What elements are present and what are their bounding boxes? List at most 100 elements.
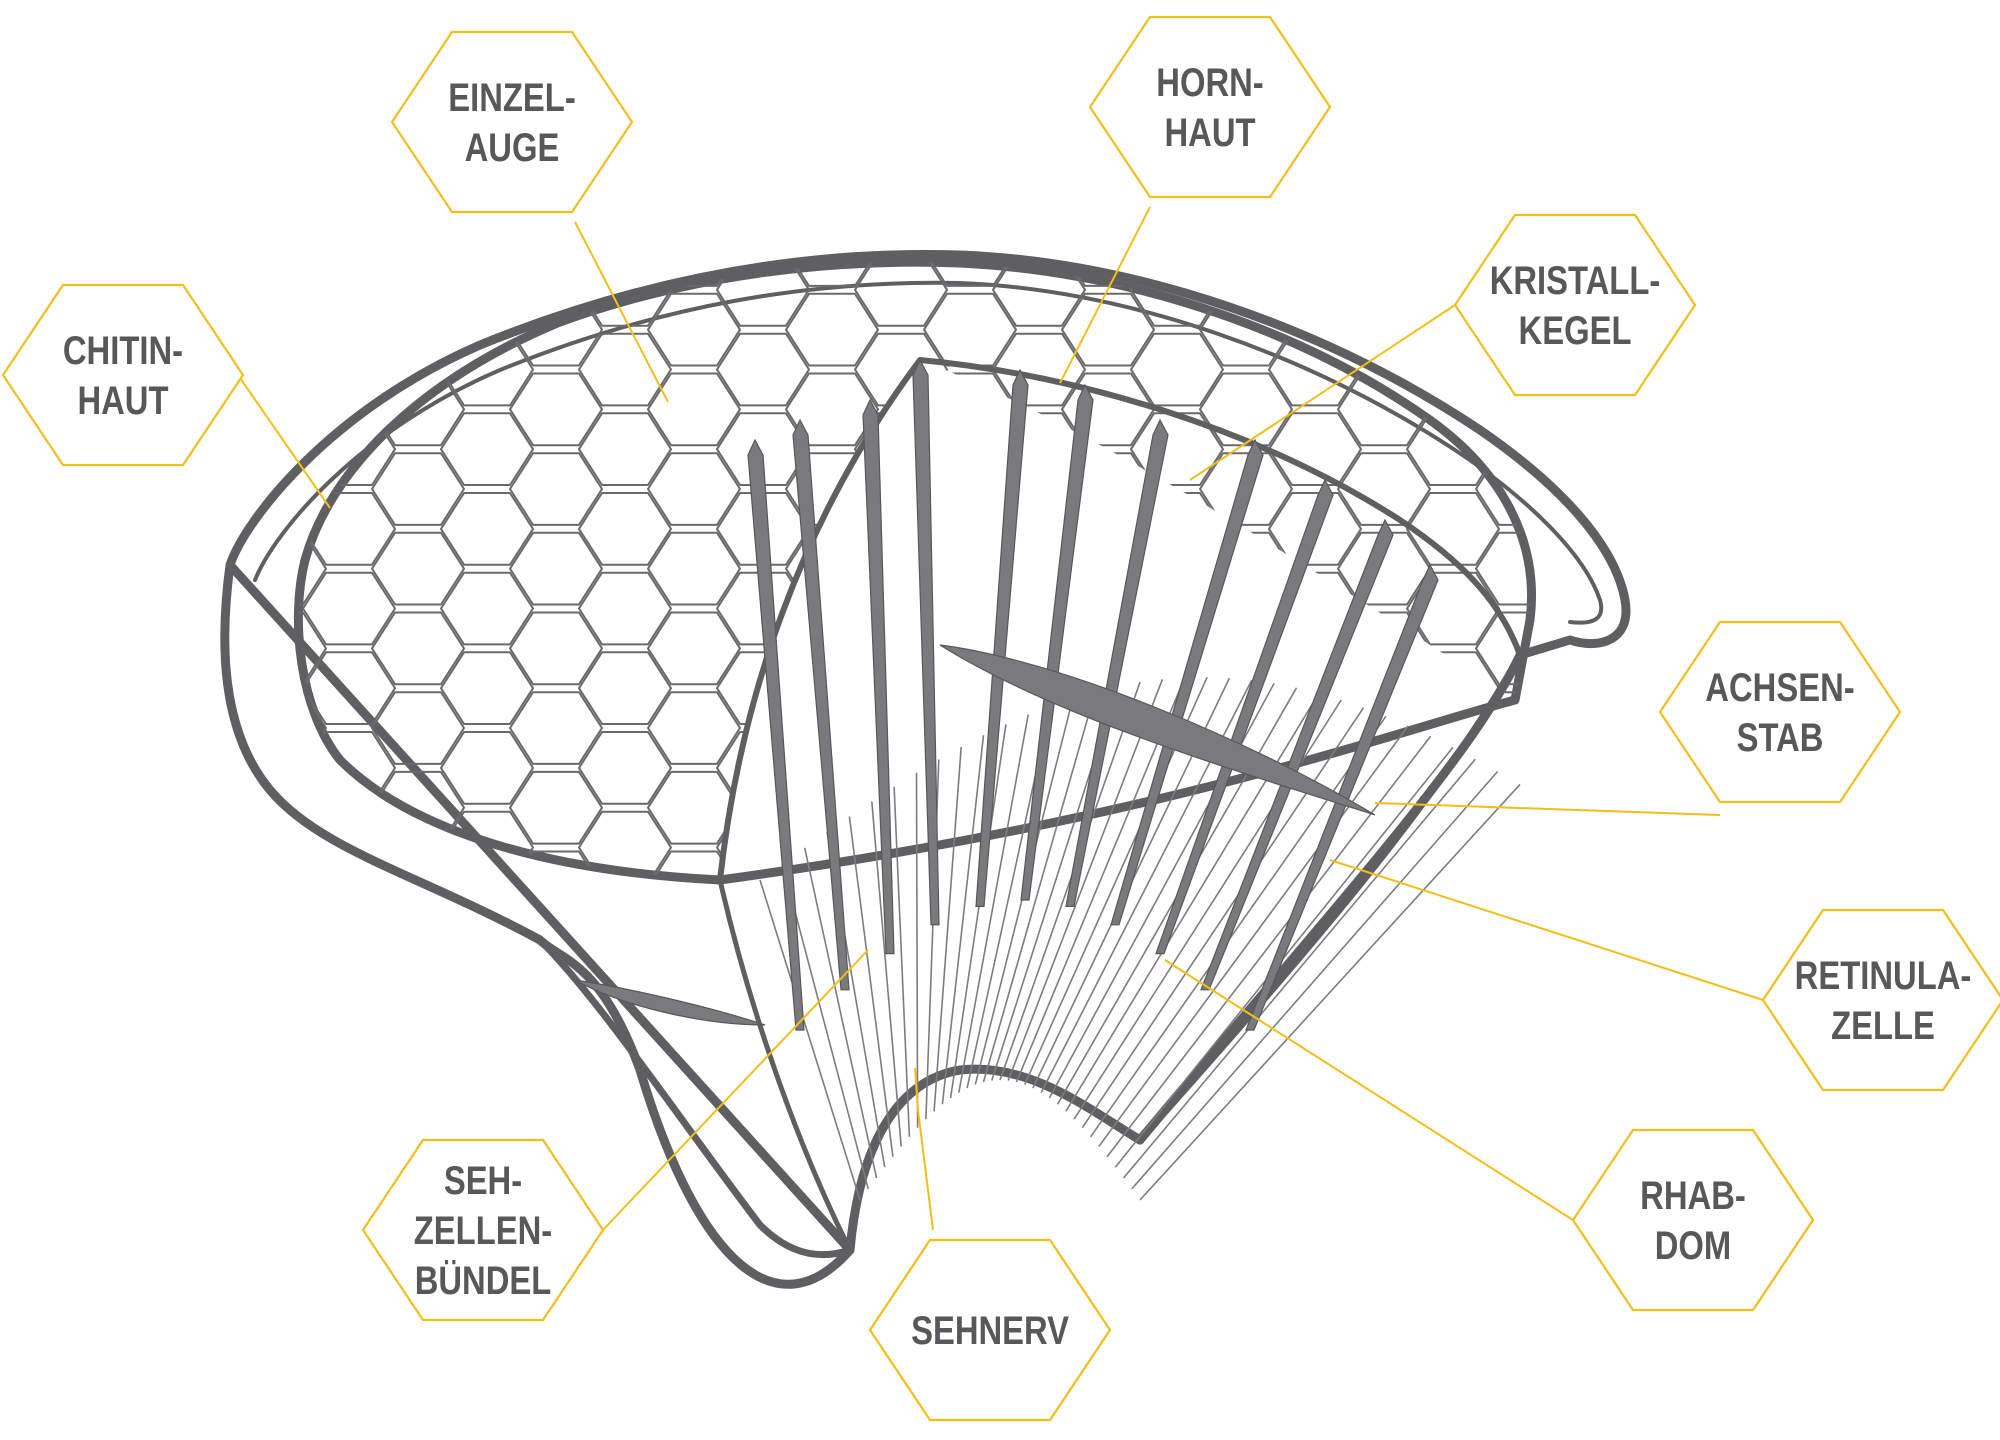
- facet: [1268, 492, 1362, 566]
- facet: [1061, 611, 1155, 686]
- facet: [1959, 413, 2000, 485]
- facet: [234, 1170, 326, 1242]
- facet: [440, 492, 534, 566]
- facet: [509, 770, 603, 845]
- facet: [1890, 453, 1982, 525]
- hexagon-frame: [1088, 15, 1332, 199]
- facet: [1890, 772, 1982, 844]
- facet: [1338, 1250, 1430, 1322]
- facet: [1338, 931, 1430, 1003]
- facet: [1545, 732, 1637, 804]
- optic-nerve-arch: [845, 1064, 1145, 1255]
- facet: [234, 1011, 326, 1083]
- facet: [1062, 1170, 1154, 1242]
- facet: [1683, 493, 1775, 565]
- facet: [923, 262, 1017, 287]
- facet: [1890, 1170, 1982, 1242]
- fibre: [1098, 725, 1409, 1147]
- facet: [785, 611, 879, 686]
- cone-inner-left: [717, 877, 853, 1253]
- facet: [1752, 214, 1844, 286]
- label-achsenstab: ACHSEN-STAB: [1658, 620, 1902, 804]
- facet: [1407, 1210, 1499, 1282]
- facet: [993, 1130, 1085, 1202]
- facet: [1338, 1170, 1430, 1242]
- facet: [440, 262, 534, 327]
- facet: [1269, 1210, 1361, 1282]
- facet: [647, 452, 741, 526]
- facet: [302, 262, 396, 327]
- facet: [1130, 262, 1224, 327]
- facet: [854, 262, 948, 327]
- facet: [509, 691, 603, 765]
- facet: [785, 292, 879, 367]
- facet: [440, 651, 534, 725]
- facet: [509, 452, 603, 526]
- leader-sehzellenbuendel: [602, 949, 869, 1231]
- label-text-line: SEH-: [444, 1158, 522, 1203]
- rhabdom-lens-left: [574, 979, 766, 1026]
- facet: [924, 1170, 1016, 1242]
- facet: [578, 731, 672, 805]
- facet: [441, 1051, 533, 1123]
- facet: [1614, 453, 1706, 525]
- label-text-line: AUGE: [465, 125, 560, 170]
- facet: [1061, 292, 1155, 367]
- fibre: [999, 681, 1141, 1081]
- facet: [717, 1290, 809, 1362]
- chitin-shell-inner-line: [253, 280, 1604, 625]
- facet: [1821, 1130, 1913, 1202]
- crystal-cone-rods: [747, 358, 1439, 1031]
- facet: [440, 412, 534, 486]
- hexagon-frame: [361, 1138, 605, 1322]
- crystal-cone-rod: [975, 368, 1029, 907]
- facet: [1959, 812, 2000, 884]
- facet: [1476, 1170, 1568, 1242]
- facet: [1338, 1091, 1430, 1163]
- facet: [371, 531, 465, 606]
- label-sehnerv: SEHNERV: [868, 1238, 1112, 1422]
- facet: [1614, 1011, 1706, 1083]
- label-einzelauge: EINZEL-AUGE: [390, 30, 634, 214]
- facet: [1959, 254, 2000, 326]
- crystal-cone-rod: [792, 418, 850, 991]
- facet: [716, 412, 810, 486]
- facet: [1200, 1091, 1292, 1163]
- facet: [647, 611, 741, 686]
- facet: [1406, 492, 1500, 566]
- facet: [1131, 1290, 1223, 1362]
- facet: [509, 262, 603, 287]
- facet: [303, 1290, 395, 1362]
- facet: [1407, 1051, 1499, 1123]
- facet: [1614, 852, 1706, 924]
- fibre: [1139, 783, 1521, 1201]
- facet: [578, 810, 672, 880]
- facet: [302, 571, 396, 646]
- crystal-cone-rod: [1020, 383, 1094, 901]
- label-text-line: ZELLEN-: [414, 1208, 552, 1253]
- facet: [647, 770, 741, 845]
- hexagon-frame: [390, 30, 634, 214]
- facet: [371, 262, 465, 287]
- fibre: [1089, 715, 1387, 1138]
- facet: [303, 1130, 395, 1202]
- facet: [1545, 413, 1637, 485]
- facet: [1821, 1210, 1913, 1282]
- facet: [1199, 372, 1293, 447]
- facet: [992, 262, 1086, 327]
- facet: [1890, 1250, 1982, 1322]
- facet: [1475, 531, 1532, 606]
- fibre: [848, 816, 894, 1157]
- hexagon-frame: [1761, 908, 2000, 1092]
- facet: [1890, 374, 1982, 446]
- facet: [578, 412, 672, 486]
- facet: [509, 850, 603, 880]
- facet: [1821, 334, 1913, 406]
- facet: [303, 891, 395, 963]
- facet: [1959, 652, 2000, 724]
- leader-einzelauge: [574, 221, 669, 403]
- facet: [1268, 262, 1362, 327]
- facet: [923, 292, 1017, 367]
- facet: [303, 1051, 395, 1123]
